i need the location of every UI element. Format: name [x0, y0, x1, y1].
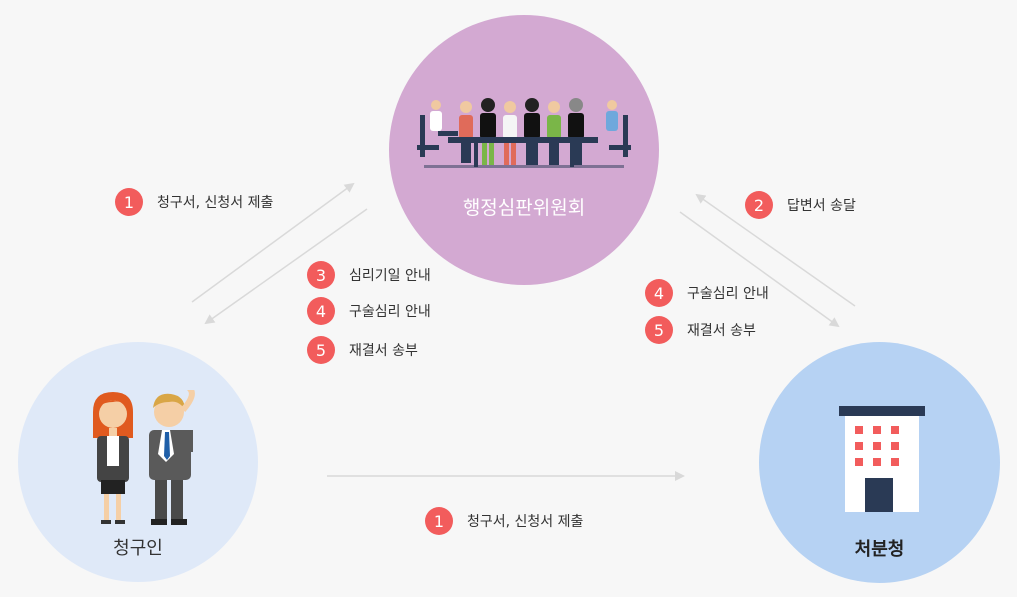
step-number-badge: 4 — [645, 279, 673, 307]
step-claimant-to-committee-1: 1 청구서, 신청서 제출 — [115, 187, 273, 217]
step-number-badge: 4 — [307, 297, 335, 325]
step-number-badge: 1 — [425, 507, 453, 535]
step-text: 구술심리 안내 — [687, 286, 769, 302]
claimant-label: 청구인 — [113, 538, 163, 559]
arrow-claimant-to-committee — [191, 182, 355, 303]
step-text: 청구서, 신청서 제출 — [157, 195, 274, 211]
agency-label: 처분청 — [854, 539, 905, 560]
step-text: 재결서 송부 — [349, 343, 418, 359]
step-text: 구술심리 안내 — [349, 304, 431, 320]
step-committee-to-claimant-5: 5 재결서 송부 — [307, 335, 418, 365]
building-icon — [839, 406, 925, 512]
step-committee-to-agency-5: 5 재결서 송부 — [645, 315, 756, 345]
step-number-badge: 3 — [307, 261, 335, 289]
step-committee-to-agency-4: 4 구술심리 안내 — [645, 278, 769, 308]
step-number-badge: 2 — [745, 191, 773, 219]
step-number-badge: 1 — [115, 188, 143, 216]
meeting-people-icon — [417, 98, 631, 168]
step-text: 심리기일 안내 — [349, 268, 431, 284]
arrow-agency-to-committee — [695, 193, 856, 307]
agency-node: 처분청 — [759, 342, 1000, 583]
step-agency-to-committee-2: 2 답변서 송달 — [745, 190, 856, 220]
step-committee-to-claimant-3: 3 심리기일 안내 — [307, 260, 431, 290]
step-claimant-to-agency-1: 1 청구서, 신청서 제출 — [425, 506, 583, 536]
step-committee-to-claimant-4: 4 구술심리 안내 — [307, 296, 431, 326]
step-number-badge: 5 — [645, 316, 673, 344]
step-text: 청구서, 신청서 제출 — [467, 514, 584, 530]
claimant-people-icon — [93, 390, 195, 525]
committee-label: 행정심판위원회 — [462, 197, 586, 219]
step-number-badge: 5 — [307, 336, 335, 364]
arrow-committee-to-agency — [679, 211, 840, 328]
step-text: 답변서 송달 — [787, 198, 856, 214]
arrow-committee-to-claimant — [204, 208, 368, 325]
step-text: 재결서 송부 — [687, 323, 756, 339]
committee-node: 행정심판위원회 — [389, 15, 659, 285]
claimant-node: 청구인 — [18, 342, 258, 582]
